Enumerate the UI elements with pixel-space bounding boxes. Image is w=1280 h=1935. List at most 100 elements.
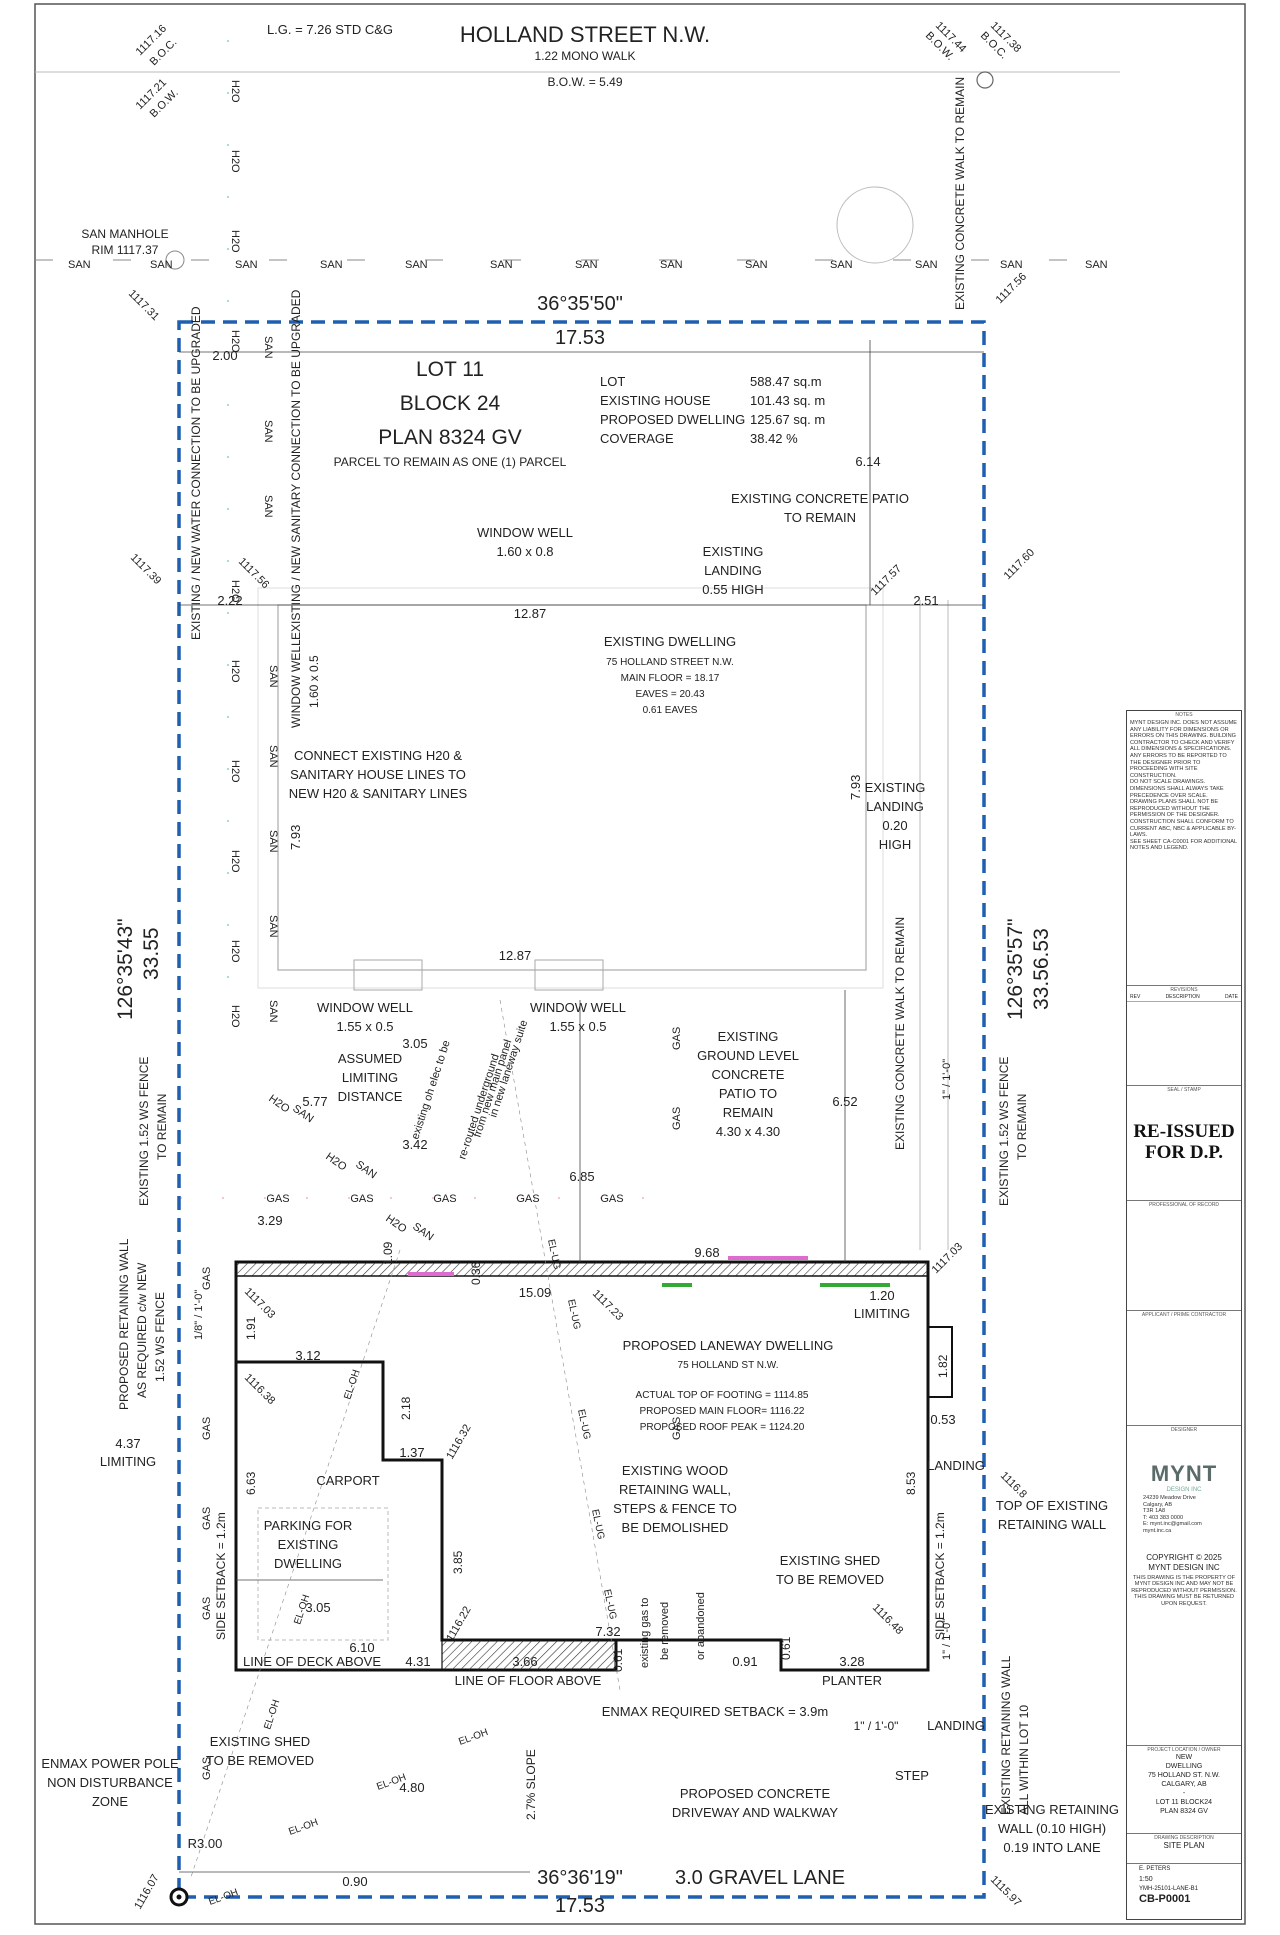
h2o-label: H2O — [229, 660, 241, 683]
dim-6-63-label: 6.63 — [244, 1471, 258, 1495]
dim-3-05-label: 3.05 — [402, 1036, 427, 1051]
dim-2-18-label: 2.18 — [399, 1396, 413, 1420]
enmax-3: ZONE — [92, 1794, 128, 1809]
stat-value-0: 588.47 sq.m — [750, 374, 822, 389]
ww-l-1: WINDOW WELL — [317, 1000, 413, 1015]
parking-area — [257, 1507, 389, 1641]
lane-name: 3.0 GRAVEL LANE — [675, 1867, 845, 1889]
dim-1-09-label: 1.09 — [381, 1241, 395, 1265]
ground-2: GROUND LEVEL — [697, 1048, 799, 1063]
reissued-line2: FOR D.P. — [1145, 1142, 1223, 1163]
manhole-icon — [165, 250, 185, 270]
copyright-line1: COPYRIGHT © 2025 — [1146, 1552, 1222, 1562]
bay-window — [927, 1326, 953, 1398]
carport-outline — [236, 1360, 616, 1642]
gas-label: GAS — [201, 1417, 213, 1440]
stat-label-1: EXISTING HOUSE — [600, 393, 711, 408]
bottom-width: 17.53 — [555, 1895, 605, 1917]
right-bearing: 126°35'57" — [1004, 918, 1027, 1020]
landing-b-label: LANDING — [927, 1718, 985, 1733]
parking-2: EXISTING — [278, 1537, 339, 1552]
tree-icon — [836, 186, 914, 264]
copyright-line2: MYNT DESIGN INC — [1148, 1562, 1220, 1572]
project-number: YMH-25101-LANE-B1 — [1139, 1886, 1199, 1892]
dwelling-4: EAVES = 20.43 — [635, 689, 704, 700]
shed-2: TO BE REMOVED — [776, 1572, 884, 1587]
stat-label-3: COVERAGE — [600, 431, 674, 446]
applicant-panel: APPLICANT / PRIME CONTRACTOR — [1127, 1311, 1241, 1426]
landing-top-3: 0.55 HIGH — [702, 582, 763, 597]
ww-r-1: WINDOW WELL — [530, 1000, 626, 1015]
carport-label: CARPORT — [316, 1473, 379, 1488]
dim-7-32-label: 7.32 — [595, 1624, 620, 1639]
left-bearing: 126°35'43" — [114, 918, 137, 1020]
mynt-logo-sub: DESIGN INC — [1166, 1487, 1202, 1493]
el-oh-label: EL-OH — [262, 1698, 282, 1730]
dim-12-87b-label: 12.87 — [499, 948, 532, 963]
notes-panel: NOTES MYNT DESIGN INC. DOES NOT ASSUME A… — [1127, 711, 1241, 986]
lane-2: 75 HOLLAND ST N.W. — [678, 1360, 779, 1371]
sheet-title: SITE PLAN — [1163, 1841, 1205, 1850]
dim-0-53-label: 0.53 — [930, 1412, 955, 1427]
stat-value-1: 101.43 sq. m — [750, 393, 825, 408]
dim-4-31-label: 4.31 — [405, 1654, 430, 1669]
fence-marker-4 — [662, 1283, 692, 1287]
patio-top-2: TO REMAIN — [784, 510, 856, 525]
wood-1: EXISTING WOOD — [622, 1463, 728, 1478]
title-block: NOTES MYNT DESIGN INC. DOES NOT ASSUME A… — [1126, 710, 1242, 1920]
san-label: SAN — [405, 259, 428, 271]
dim-4-80-label: 4.80 — [399, 1780, 424, 1795]
gas-label: GAS — [671, 1107, 683, 1130]
el-oh-line — [189, 1249, 401, 1881]
san-label: SAN — [150, 259, 173, 271]
patio-top-1: EXISTING CONCRETE PATIO — [731, 491, 909, 506]
ww-top-2: 1.60 x 0.8 — [496, 544, 553, 559]
gas-label: GAS — [201, 1757, 213, 1780]
ground-1: EXISTING — [718, 1029, 779, 1044]
right-length: 33.56.53 — [1030, 928, 1053, 1010]
dim-3-29-label: 3.29 — [257, 1213, 282, 1228]
dim-8-53-label: 8.53 — [904, 1471, 918, 1495]
assumed-3: DISTANCE — [338, 1089, 403, 1104]
lot-boundary — [177, 320, 986, 1899]
dim-2-00-label: 2.00 — [212, 348, 237, 363]
elev-1115-97: 1115.97 — [988, 1874, 1023, 1909]
ret-wall-3: 1.52 WS FENCE — [153, 1292, 167, 1382]
floor-hatch-bottom — [441, 1639, 617, 1671]
ex-ret-2: ALL WITHIN LOT 10 — [1017, 1705, 1031, 1815]
san-label: SAN — [660, 259, 683, 271]
san-manhole-rim: RIM 1117.37 — [92, 243, 159, 257]
floor-line-label: LINE OF FLOOR ABOVE — [455, 1673, 602, 1688]
elev-1117-03b: 1117.03 — [242, 1286, 277, 1321]
gas-label: GAS — [600, 1193, 623, 1205]
dim-4-37-label: 4.37 — [115, 1436, 140, 1451]
dim-2-51-label: 2.51 — [913, 593, 938, 608]
scale-4: 1" / 1'-0" — [941, 1619, 953, 1660]
landing-top-1: EXISTING — [703, 544, 764, 559]
lane-4: PROPOSED MAIN FLOOR= 1116.22 — [640, 1406, 805, 1417]
elev-1116-32: 1116.32 — [444, 1422, 473, 1461]
dim-1-37-label: 1.37 — [399, 1445, 424, 1460]
assumed-2: LIMITING — [342, 1070, 398, 1085]
mynt-logo: MYNT — [1150, 1461, 1218, 1486]
professional-panel: PROFESSIONAL OF RECORD — [1127, 1201, 1241, 1311]
ground-4: PATIO TO — [719, 1086, 777, 1101]
walk-top-label: EXISTING CONCRETE WALK TO REMAIN — [953, 77, 967, 310]
notes-text: MYNT DESIGN INC. DOES NOT ASSUME ANY LIA… — [1130, 720, 1238, 852]
ww-side-2: 1.60 x 0.5 — [307, 655, 321, 708]
h2o-label: H2O — [229, 150, 241, 173]
dim-0-61a-label: 0.61 — [611, 1648, 625, 1672]
landing-r-1: EXISTING — [865, 780, 926, 795]
sheet-number: CB-P0001 — [1139, 1893, 1191, 1905]
dim-5-77-label: 5.77 — [302, 1094, 327, 1109]
retaining-hatch-top — [235, 1261, 929, 1277]
san-label: SAN — [915, 259, 938, 271]
san-label: SAN — [1000, 259, 1023, 271]
street-name: HOLLAND STREET N.W. — [460, 22, 710, 47]
reissued-line1: RE-ISSUED — [1133, 1121, 1235, 1142]
el-oh-label: EL-OH — [457, 1727, 489, 1748]
gas-label: GAS — [671, 1417, 683, 1440]
dim-0-36-label: 0.36 — [469, 1261, 483, 1285]
stat-value-2: 125.67 sq. m — [750, 412, 825, 427]
